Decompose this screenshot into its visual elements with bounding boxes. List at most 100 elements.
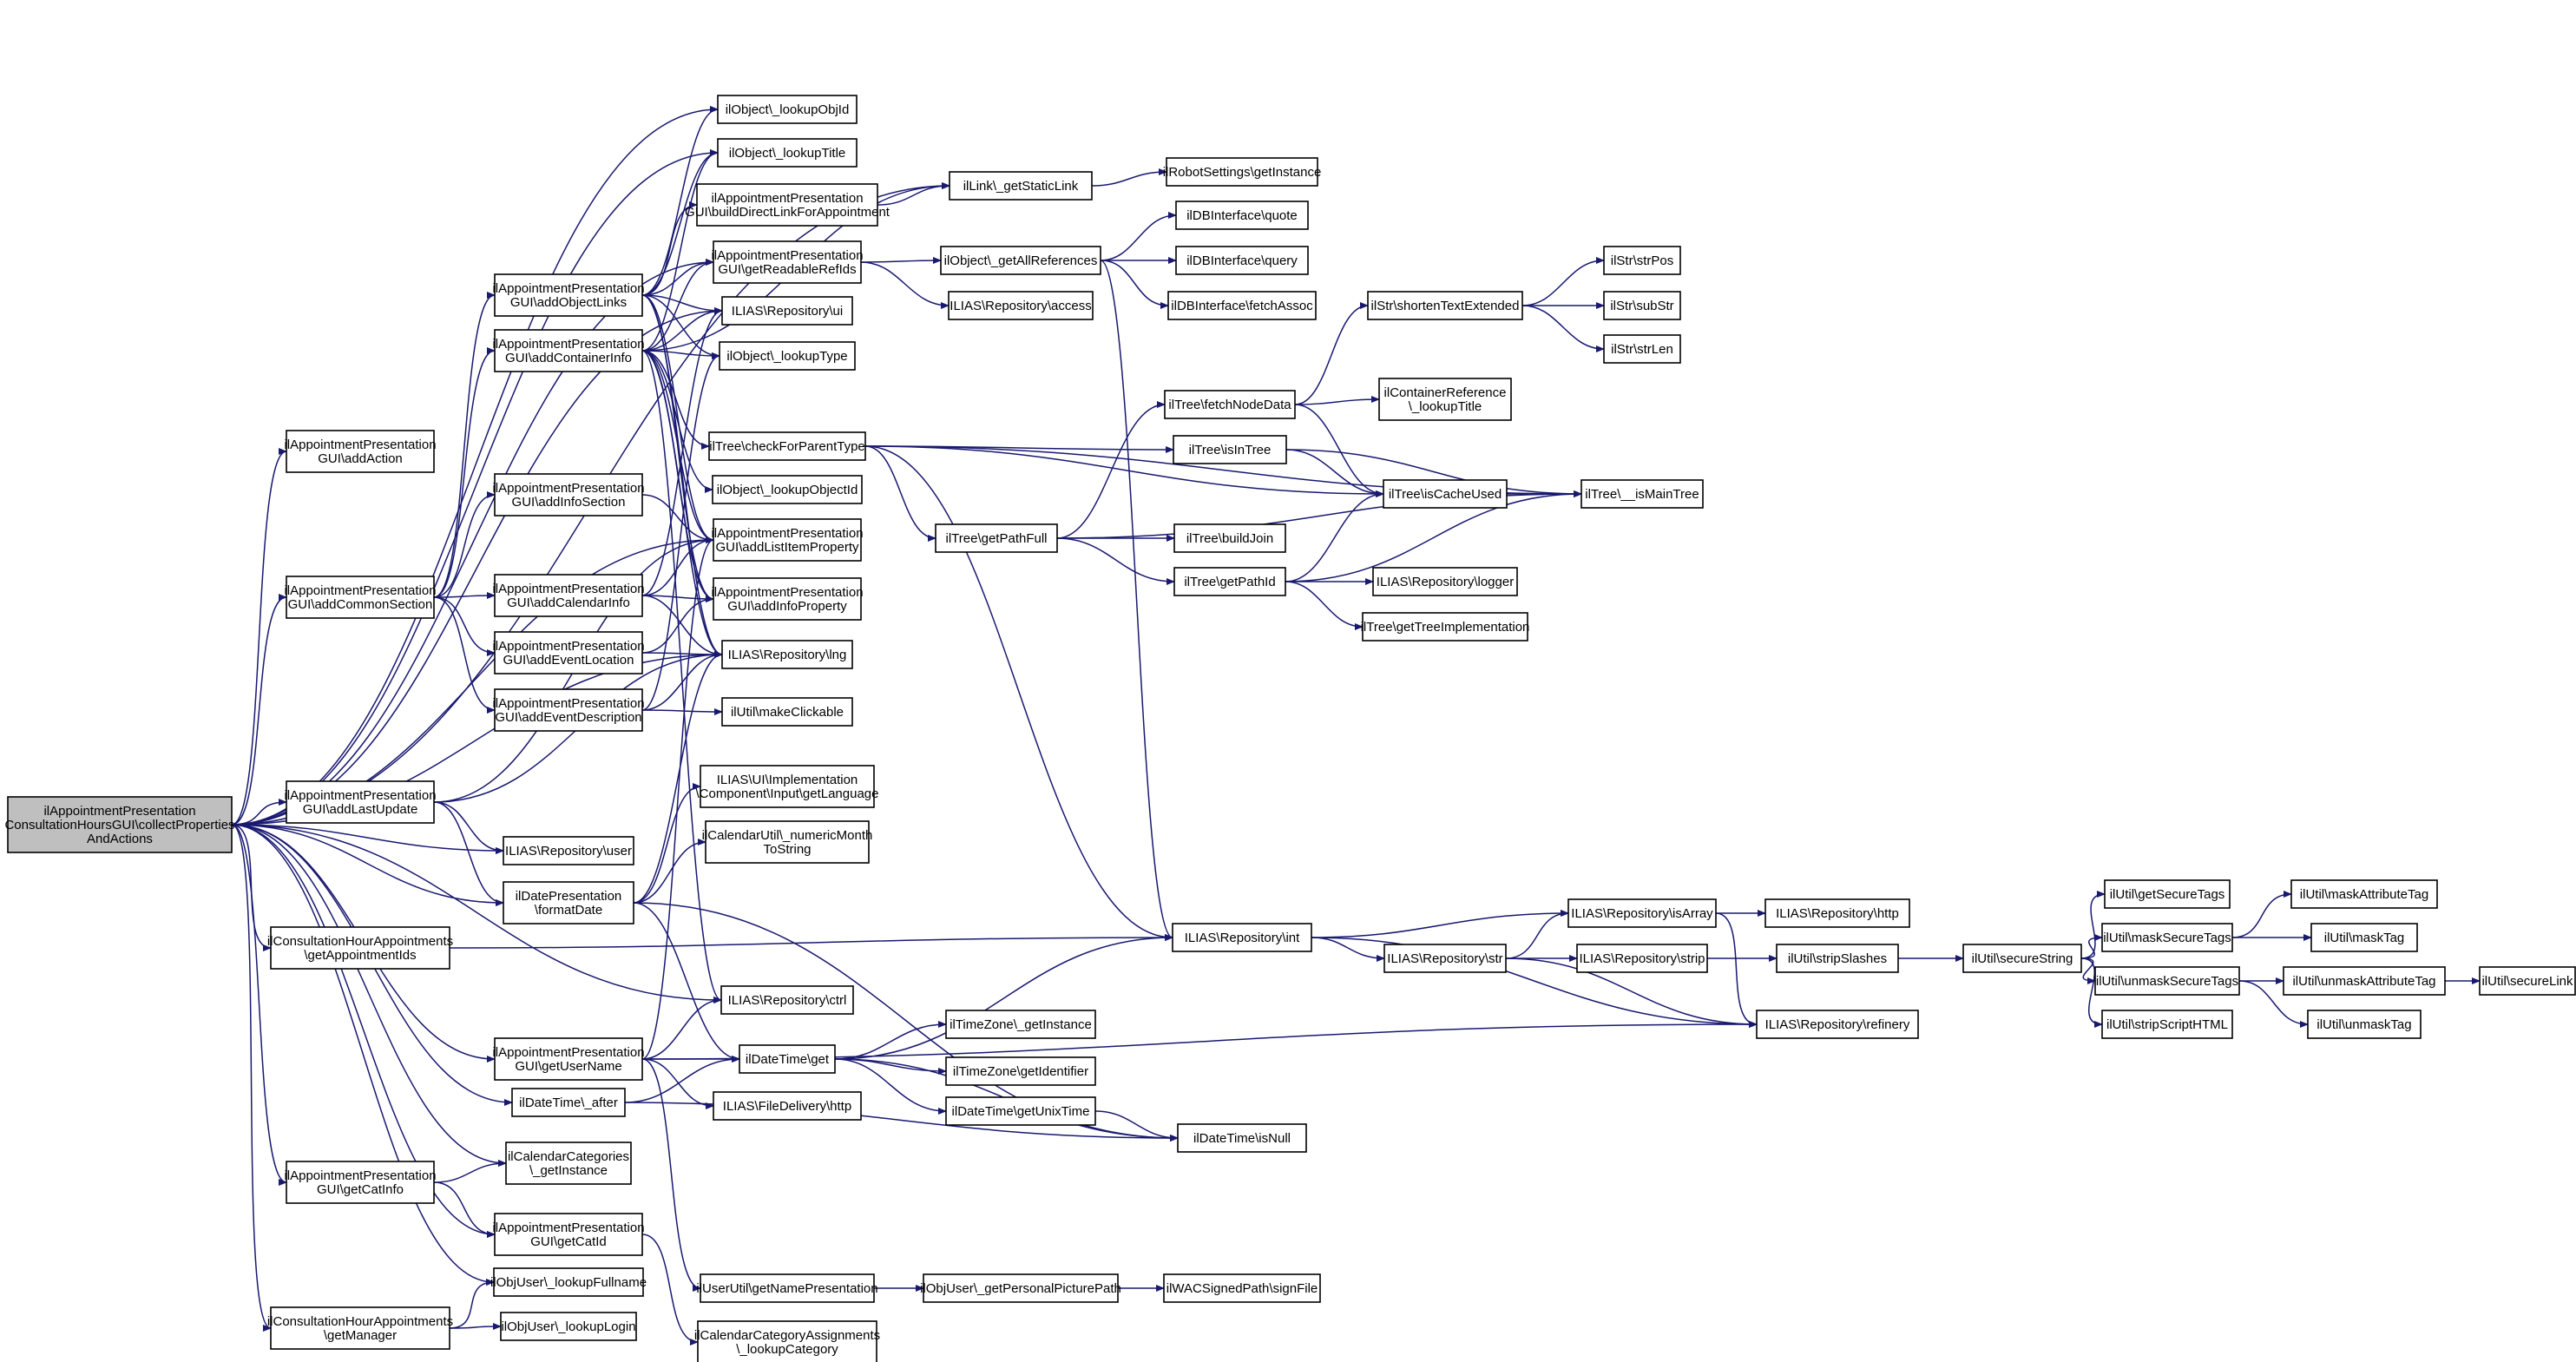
node-box: [1603, 291, 1681, 320]
node-reposAccess[interactable]: ILIAS\Repository\access: [948, 291, 1094, 320]
node-addCalendarInfo[interactable]: ilAppointmentPresentationGUI\addCalendar…: [492, 574, 645, 617]
node-reposUser[interactable]: ILIAS\Repository\user: [503, 836, 634, 865]
edge-fetchNodeData-to-containerLookupTitle: [1294, 396, 1380, 405]
node-getManager[interactable]: ilConsultationHourAppointments\getManage…: [267, 1306, 453, 1350]
node-shortenText[interactable]: ilStr\shortenTextExtended: [1367, 291, 1523, 320]
node-unmaskTag[interactable]: ilUtil\unmaskTag: [2307, 1010, 2422, 1039]
node-getUnixTime[interactable]: ilDateTime\getUnixTime: [945, 1096, 1096, 1126]
node-unmaskAttributeTag[interactable]: ilUtil\unmaskAttributeTag: [2283, 966, 2446, 996]
node-getNamePresentation[interactable]: ilUserUtil\getNamePresentation: [696, 1273, 878, 1303]
node-strLen[interactable]: ilStr\strLen: [1603, 334, 1681, 364]
node-unmaskSecureTags[interactable]: ilUtil\unmaskSecureTags: [2094, 966, 2240, 996]
node-isMainTree[interactable]: ilTree\__isMainTree: [1580, 479, 1704, 509]
node-addObjectLinks[interactable]: ilAppointmentPresentationGUI\addObjectLi…: [492, 273, 645, 317]
node-box: [2283, 966, 2446, 996]
node-getSecureTags[interactable]: ilUtil\getSecureTags: [2104, 879, 2231, 909]
node-tzGetInstance[interactable]: ilTimeZone\_getInstance: [945, 1010, 1096, 1039]
node-lookupCategory[interactable]: ilCalendarCategoryAssignments\_lookupCat…: [694, 1320, 880, 1362]
node-getStaticLink[interactable]: ilLink\_getStaticLink: [949, 171, 1093, 201]
node-maskTag[interactable]: ilUtil\maskTag: [2310, 923, 2418, 952]
node-lookupType[interactable]: ilObject\_lookupType: [719, 341, 856, 371]
node-maskSecureTags[interactable]: ilUtil\maskSecureTags: [2101, 923, 2233, 952]
node-buildJoin[interactable]: ilTree\buildJoin: [1173, 523, 1286, 553]
node-lookupLogin[interactable]: ilObjUser\_lookupLogin: [500, 1312, 637, 1341]
node-addEventLocation[interactable]: ilAppointmentPresentationGUI\addEventLoc…: [492, 631, 645, 674]
node-containerLookupTitle[interactable]: ilContainerReference\_lookupTitle: [1378, 378, 1512, 421]
node-getAppointmentIds[interactable]: ilConsultationHourAppointments\getAppoin…: [267, 926, 453, 970]
node-label: GUI\addListItemProperty: [715, 540, 859, 555]
node-reposStr[interactable]: ILIAS\Repository\str: [1383, 944, 1507, 973]
node-reposInt[interactable]: ILIAS\Repository\int: [1172, 923, 1312, 952]
node-reposStrip[interactable]: ILIAS\Repository\strip: [1576, 944, 1708, 973]
node-addListItemProperty[interactable]: ilAppointmentPresentationGUI\addListItem…: [711, 518, 864, 562]
node-getPathId[interactable]: ilTree\getPathId: [1173, 567, 1286, 596]
node-isInTree[interactable]: ilTree\isInTree: [1173, 435, 1287, 464]
node-box: [945, 1010, 1096, 1039]
node-lookupObjId[interactable]: ilObject\_lookupObjId: [717, 95, 858, 124]
node-reposCtrl[interactable]: ILIAS\Repository\ctrl: [720, 985, 854, 1015]
node-fetchNodeData[interactable]: ilTree\fetchNodeData: [1164, 390, 1296, 419]
node-strPos[interactable]: ilStr\strPos: [1603, 246, 1681, 275]
node-label: ilCalendarUtil\_numericMonth: [702, 828, 873, 843]
node-buildDirectLink[interactable]: ilAppointmentPresentationGUI\buildDirect…: [685, 183, 890, 227]
node-label: ilUtil\unmaskAttributeTag: [2292, 974, 2435, 989]
node-dbQuery[interactable]: ilDBInterface\query: [1175, 246, 1309, 275]
node-label: AndActions: [87, 832, 153, 846]
node-getReadableRefIds[interactable]: ilAppointmentPresentationGUI\getReadable…: [711, 240, 864, 284]
node-addContainerInfo[interactable]: ilAppointmentPresentationGUI\addContaine…: [492, 329, 645, 372]
node-calCatGetInstance[interactable]: ilCalendarCategories\_getInstance: [505, 1142, 632, 1185]
node-reposLng[interactable]: ILIAS\Repository\lng: [721, 640, 853, 669]
node-stripScriptHTML[interactable]: ilUtil\stripScriptHTML: [2101, 1010, 2233, 1039]
node-addInfoProperty[interactable]: ilAppointmentPresentationGUI\addInfoProp…: [711, 577, 864, 621]
node-addCommonSection[interactable]: ilAppointmentPresentationGUI\addCommonSe…: [284, 576, 437, 619]
node-tzGetIdentifier[interactable]: ilTimeZone\getIdentifier: [945, 1056, 1096, 1086]
node-stripSlashes[interactable]: ilUtil\stripSlashes: [1776, 944, 1899, 973]
node-dtGet[interactable]: ilDateTime\get: [739, 1044, 836, 1074]
edge-secureString-to-stripScriptHTML: [2080, 957, 2103, 1028]
node-addInfoSection[interactable]: ilAppointmentPresentationGUI\addInfoSect…: [492, 473, 645, 517]
node-reposLogger[interactable]: ILIAS\Repository\logger: [1372, 567, 1518, 596]
node-subStr[interactable]: ilStr\subStr: [1603, 291, 1681, 320]
node-isCacheUsed[interactable]: ilTree\isCacheUsed: [1383, 479, 1508, 509]
edge-getAllReferences-to-dbQuote: [1100, 212, 1177, 261]
node-dtAfter[interactable]: ilDateTime\_after: [511, 1088, 626, 1117]
node-secureString[interactable]: ilUtil\secureString: [1962, 944, 2082, 973]
node-lookupObjectId[interactable]: ilObject\_lookupObjectId: [712, 475, 863, 504]
node-label: GUI\addCalendarInfo: [507, 595, 630, 610]
node-label: ilAppointmentPresentation: [492, 1221, 644, 1235]
node-dbQuote[interactable]: ilDBInterface\quote: [1175, 201, 1309, 230]
node-maskAttributeTag[interactable]: ilUtil\maskAttributeTag: [2290, 879, 2438, 909]
node-getLanguage[interactable]: ILIAS\UI\Implementation\Component\Input\…: [695, 765, 879, 808]
node-refinery[interactable]: ILIAS\Repository\refinery: [1756, 1010, 1919, 1039]
node-getTreeImpl[interactable]: ilTree\getTreeImplementation: [1361, 612, 1530, 642]
node-dbFetchAssoc[interactable]: ilDBInterface\fetchAssoc: [1167, 291, 1317, 320]
node-root[interactable]: ilAppointmentPresentationConsultationHou…: [4, 796, 235, 853]
node-isNull[interactable]: ilDateTime\isNull: [1177, 1123, 1307, 1153]
node-robotGetInstance[interactable]: ilRobotSettings\getInstance: [1163, 157, 1322, 187]
node-signFile[interactable]: ilWACSignedPath\signFile: [1163, 1273, 1321, 1303]
node-getPathFull[interactable]: ilTree\getPathFull: [935, 523, 1058, 553]
node-addLastUpdate[interactable]: ilAppointmentPresentationGUI\addLastUpda…: [284, 780, 437, 824]
node-formatDate[interactable]: ilDatePresentation\formatDate: [503, 881, 634, 924]
node-checkForParentType[interactable]: ilTree\checkForParentType: [708, 431, 866, 461]
node-fileDeliveryHttp[interactable]: ILIAS\FileDelivery\http: [713, 1091, 862, 1121]
node-personalPicturePath[interactable]: ilObjUser\_getPersonalPicturePath: [920, 1273, 1121, 1303]
node-label: ilUtil\unmaskSecureTags: [2096, 974, 2238, 989]
node-makeClickable[interactable]: ilUtil\makeClickable: [721, 697, 853, 727]
node-label: ilDBInterface\query: [1186, 253, 1298, 268]
node-getAllReferences[interactable]: ilObject\_getAllReferences: [940, 246, 1101, 275]
node-box: [286, 1161, 435, 1204]
node-lookupFullname[interactable]: ilObjUser\_lookupFullname: [490, 1267, 647, 1297]
node-box: [1177, 1123, 1307, 1153]
node-lookupTitle[interactable]: ilObject\_lookupTitle: [717, 138, 858, 168]
node-addEventDescription[interactable]: ilAppointmentPresentationGUI\addEventDes…: [492, 688, 645, 732]
node-secureLink[interactable]: ilUtil\secureLink: [2479, 966, 2576, 996]
node-isArray[interactable]: ILIAS\Repository\isArray: [1567, 898, 1717, 928]
node-reposUi[interactable]: ILIAS\Repository\ui: [721, 296, 853, 326]
node-reposHttp[interactable]: ILIAS\Repository\http: [1764, 898, 1910, 928]
